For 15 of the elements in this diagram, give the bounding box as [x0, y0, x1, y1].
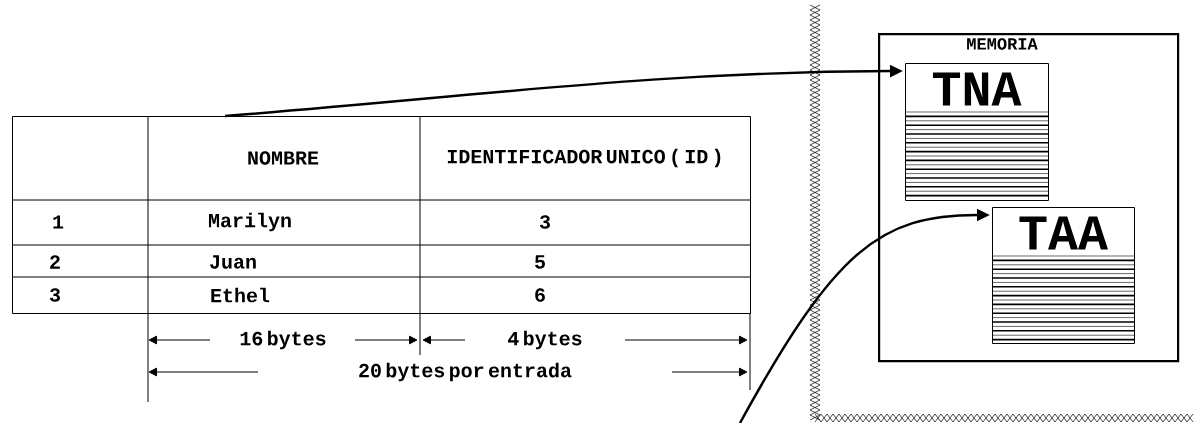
dimension-label: 20 bytes por entrada: [359, 362, 572, 382]
table-cell: Marilyn: [208, 212, 291, 232]
table-cell: 3: [539, 215, 550, 229]
column-header: NOMBRE: [248, 151, 319, 165]
table-cell: 3: [49, 288, 60, 302]
column-header: IDENTIFICADOR UNICO ( ID ): [447, 148, 721, 168]
table-cell: Ethel: [211, 287, 270, 303]
table-cell: Juan: [210, 255, 256, 269]
table-box: TNA: [904, 63, 1049, 201]
table-cell: 6: [535, 288, 545, 302]
table-cell: 2: [50, 255, 60, 269]
table-cell: 1: [53, 215, 64, 229]
table-cell: 5: [535, 255, 545, 269]
table-box: TAA: [991, 207, 1135, 344]
data-table: [11, 115, 751, 314]
